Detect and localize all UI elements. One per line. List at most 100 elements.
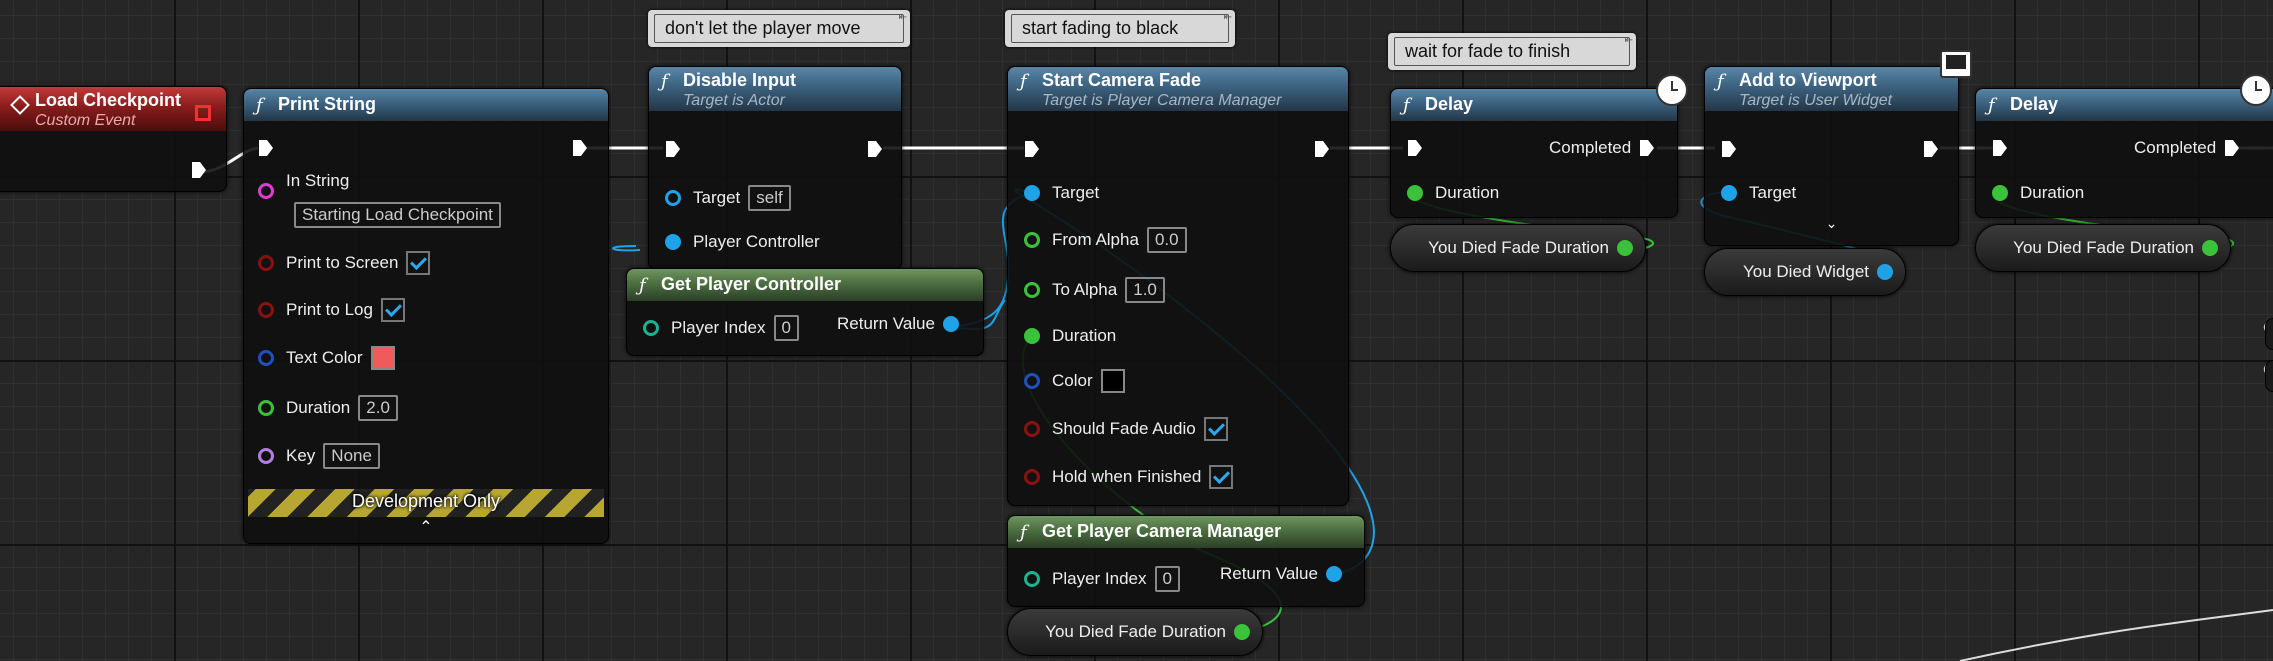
offscreen-node-edge[interactable] — [2265, 360, 2273, 392]
exec-input-pin[interactable] — [1992, 139, 2008, 157]
object-pin-icon — [665, 190, 681, 206]
from-alpha-field[interactable]: 0.0 — [1146, 227, 1187, 253]
color-pin[interactable]: Color — [1024, 369, 1125, 393]
print-to-screen-checkbox[interactable] — [406, 251, 431, 275]
node-start-camera-fade[interactable]: ƒ Start Camera Fade Target is Player Cam… — [1007, 66, 1349, 506]
key-field[interactable]: None — [323, 443, 380, 469]
to-alpha-field[interactable]: 1.0 — [1125, 277, 1165, 303]
expand-chevron-icon[interactable]: ⌄ — [1825, 215, 1838, 231]
exec-output-pin[interactable] — [191, 161, 207, 179]
pin-label: Print to Screen — [286, 253, 399, 272]
completed-pin[interactable]: Completed — [1549, 138, 1655, 158]
pin-label: Key — [286, 446, 316, 465]
exec-input-pin[interactable] — [1024, 140, 1040, 158]
exec-output-pin[interactable] — [1314, 140, 1330, 158]
hold-when-finished-checkbox[interactable] — [1209, 465, 1234, 489]
exec-input-pin[interactable] — [258, 139, 274, 157]
should-fade-audio-pin[interactable]: Should Fade Audio — [1024, 417, 1228, 441]
hold-when-finished-pin[interactable]: Hold when Finished — [1024, 465, 1234, 489]
player-controller-pin[interactable]: Player Controller — [665, 232, 820, 252]
in-string-field[interactable]: Starting Load Checkpoint — [294, 202, 501, 228]
variable-you-died-fade-duration[interactable]: You Died Fade Duration — [1390, 224, 1646, 272]
node-load-checkpoint[interactable]: Load Checkpoint Custom Event — [0, 86, 227, 192]
node-header[interactable]: ƒ Get Player Camera Manager — [1008, 516, 1364, 548]
pin-comment-icon[interactable]: ⇤ — [898, 12, 907, 23]
target-pin[interactable]: Target — [1721, 183, 1796, 203]
exec-input-pin[interactable] — [1407, 139, 1423, 157]
comment-bubble[interactable]: wait for fade to finish ⇤ — [1388, 33, 1636, 70]
node-title: Get Player Camera Manager — [1042, 521, 1282, 541]
node-header[interactable]: ƒ Get Player Controller — [627, 269, 983, 301]
in-string-input[interactable]: Starting Load Checkpoint — [294, 202, 501, 228]
node-header[interactable]: ƒ Start Camera Fade Target is Player Cam… — [1008, 67, 1348, 111]
node-header[interactable]: Load Checkpoint Custom Event — [0, 87, 226, 131]
node-delay-2[interactable]: ƒ Delay Completed Duration — [1975, 88, 2273, 218]
variable-label: You Died Fade Duration — [2013, 238, 2194, 257]
exec-output-pin[interactable] — [572, 139, 588, 157]
exec-output-pin[interactable] — [867, 140, 883, 158]
exec-arrow-icon — [1924, 141, 1938, 157]
return-value-pin[interactable]: Return Value — [837, 314, 959, 334]
delegate-pin-icon[interactable] — [195, 105, 211, 121]
target-field[interactable]: self — [748, 185, 791, 211]
variable-you-died-fade-duration[interactable]: You Died Fade Duration — [1975, 224, 2231, 272]
player-index-pin[interactable]: Player Index 0 — [643, 315, 799, 341]
target-pin[interactable]: Target self — [665, 185, 791, 211]
exec-output-pin[interactable] — [1923, 140, 1939, 158]
comment-bubble[interactable]: don't let the player move ⇤ — [648, 10, 910, 47]
text-color-swatch[interactable] — [370, 346, 395, 370]
float-pin-icon[interactable] — [1617, 240, 1633, 256]
comment-bubble[interactable]: start fading to black ⇤ — [1005, 10, 1235, 47]
fade-color-swatch[interactable] — [1100, 369, 1125, 393]
node-add-to-viewport[interactable]: ƒ Add to Viewport Target is User Widget … — [1704, 66, 1959, 246]
node-delay-1[interactable]: ƒ Delay Completed Duration — [1390, 88, 1678, 218]
print-to-log-checkbox[interactable] — [380, 298, 405, 322]
duration-pin[interactable]: Duration — [1992, 183, 2084, 203]
offscreen-node-edge[interactable] — [2265, 318, 2273, 350]
int-pin-icon — [643, 320, 659, 336]
pin-label: Player Index — [671, 318, 766, 337]
pin-comment-icon[interactable]: ⇤ — [1223, 12, 1232, 23]
variable-you-died-fade-duration[interactable]: You Died Fade Duration — [1007, 608, 1263, 656]
pin-comment-icon[interactable]: ⇤ — [1624, 35, 1633, 46]
player-index-pin[interactable]: Player Index 0 — [1024, 566, 1180, 592]
key-pin[interactable]: Key None — [258, 443, 380, 469]
from-alpha-pin[interactable]: From Alpha 0.0 — [1024, 227, 1187, 253]
float-pin-icon[interactable] — [2202, 240, 2218, 256]
duration-pin[interactable]: Duration 2.0 — [258, 395, 398, 421]
target-pin[interactable]: Target — [1024, 183, 1099, 203]
should-fade-audio-checkbox[interactable] — [1203, 417, 1228, 441]
node-header[interactable]: ƒ Print String — [244, 89, 608, 121]
node-header[interactable]: ƒ Add to Viewport Target is User Widget — [1705, 67, 1958, 111]
float-pin-icon[interactable] — [1234, 624, 1250, 640]
node-get-player-controller[interactable]: ƒ Get Player Controller Player Index 0 R… — [626, 268, 984, 356]
node-subtitle: Custom Event — [35, 112, 136, 129]
player-index-field[interactable]: 0 — [773, 315, 799, 341]
node-print-string[interactable]: ƒ Print String In String Starting Load C… — [243, 88, 609, 544]
return-value-pin[interactable]: Return Value — [1220, 564, 1342, 584]
node-subtitle: Target is User Widget — [1739, 92, 1893, 109]
duration-pin[interactable]: Duration — [1024, 326, 1116, 346]
node-disable-input[interactable]: ƒ Disable Input Target is Actor Target s… — [648, 66, 902, 270]
print-to-log-pin[interactable]: Print to Log — [258, 298, 405, 322]
node-get-player-camera-manager[interactable]: ƒ Get Player Camera Manager Player Index… — [1007, 515, 1365, 607]
player-index-field[interactable]: 0 — [1154, 566, 1180, 592]
exec-input-pin[interactable] — [665, 140, 681, 158]
print-to-screen-pin[interactable]: Print to Screen — [258, 251, 431, 275]
pin-label: Duration — [2020, 183, 2085, 202]
in-string-pin[interactable]: In String — [258, 171, 349, 201]
collapse-chevron-icon[interactable]: ⌃ — [419, 519, 433, 536]
node-header[interactable]: ƒ Disable Input Target is Actor — [649, 67, 901, 111]
completed-pin[interactable]: Completed — [2134, 138, 2240, 158]
node-header[interactable]: ƒ Delay — [1976, 89, 2273, 121]
node-header[interactable]: ƒ Delay — [1391, 89, 1677, 121]
text-color-pin[interactable]: Text Color — [258, 346, 395, 370]
duration-field[interactable]: 2.0 — [358, 395, 398, 421]
object-pin-icon[interactable] — [1877, 264, 1893, 280]
exec-input-pin[interactable] — [1721, 140, 1737, 158]
pin-label: To Alpha — [1052, 280, 1118, 299]
pin-label: Player Index — [1052, 569, 1147, 588]
to-alpha-pin[interactable]: To Alpha 1.0 — [1024, 277, 1165, 303]
variable-you-died-widget[interactable]: You Died Widget — [1704, 248, 1906, 296]
duration-pin[interactable]: Duration — [1407, 183, 1499, 203]
